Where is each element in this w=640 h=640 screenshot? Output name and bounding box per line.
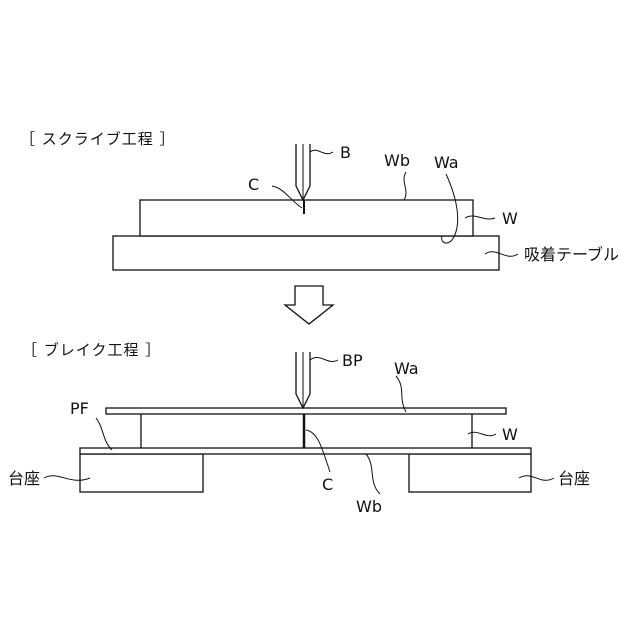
break-section-title: ［ ブレイク工程 ］ bbox=[22, 341, 161, 359]
pedestal-left bbox=[80, 454, 203, 492]
label-wa-scribe: Wa bbox=[434, 153, 459, 172]
label-blade: B bbox=[340, 143, 351, 162]
leader-pf bbox=[96, 418, 112, 450]
leader-wb-scribe bbox=[404, 172, 406, 200]
label-wa-break: Wa bbox=[394, 359, 419, 378]
label-w-break: W bbox=[502, 425, 518, 444]
leader-wa-break bbox=[396, 376, 406, 412]
label-w-scribe: W bbox=[502, 209, 518, 228]
label-crack-break: C bbox=[322, 475, 333, 494]
protective-film bbox=[80, 448, 531, 454]
label-wb-scribe: Wb bbox=[384, 151, 410, 170]
pedestal-right bbox=[409, 454, 531, 492]
label-crack-scribe: C bbox=[248, 175, 259, 194]
suction-table bbox=[113, 236, 499, 270]
scribe-section-title: ［ スクライブ工程 ］ bbox=[20, 130, 176, 148]
label-wb-break: Wb bbox=[356, 497, 382, 516]
label-pedestal-left: 台座 bbox=[8, 469, 40, 488]
leader-bp bbox=[310, 357, 338, 361]
scribe-wafer bbox=[140, 200, 473, 236]
label-pedestal-right: 台座 bbox=[558, 469, 590, 488]
leader-blade bbox=[310, 150, 333, 153]
process-arrow bbox=[285, 286, 333, 324]
top-plate bbox=[106, 408, 506, 414]
label-suction-table: 吸着テーブル bbox=[524, 245, 619, 264]
leader-wb-break bbox=[366, 454, 380, 494]
label-bp: BP bbox=[342, 351, 363, 370]
label-pf: PF bbox=[70, 399, 89, 418]
